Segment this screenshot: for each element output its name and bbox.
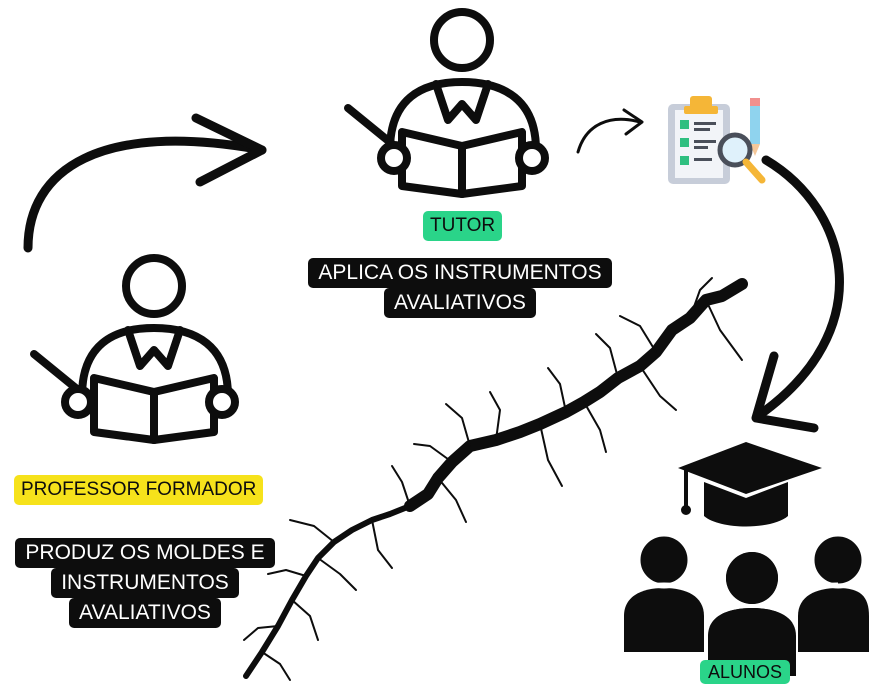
professor-label: PROFESSOR FORMADOR: [14, 475, 264, 505]
tutor-description-line: AVALIATIVOS: [384, 288, 536, 318]
tutor-description: APLICA OS INSTRUMENTOS AVALIATIVOS: [290, 258, 630, 318]
professor-description: PRODUZ OS MOLDES E INSTRUMENTOS AVALIATI…: [0, 538, 290, 628]
tutor-description-line: APLICA OS INSTRUMENTOS: [308, 258, 612, 288]
alunos-label: ALUNOS: [700, 660, 791, 684]
professor-description-line: PRODUZ OS MOLDES E: [15, 538, 275, 568]
tutor-label: TUTOR: [423, 211, 503, 241]
professor-description-line: AVALIATIVOS: [69, 598, 221, 628]
professor-description-line: INSTRUMENTOS: [51, 568, 239, 598]
